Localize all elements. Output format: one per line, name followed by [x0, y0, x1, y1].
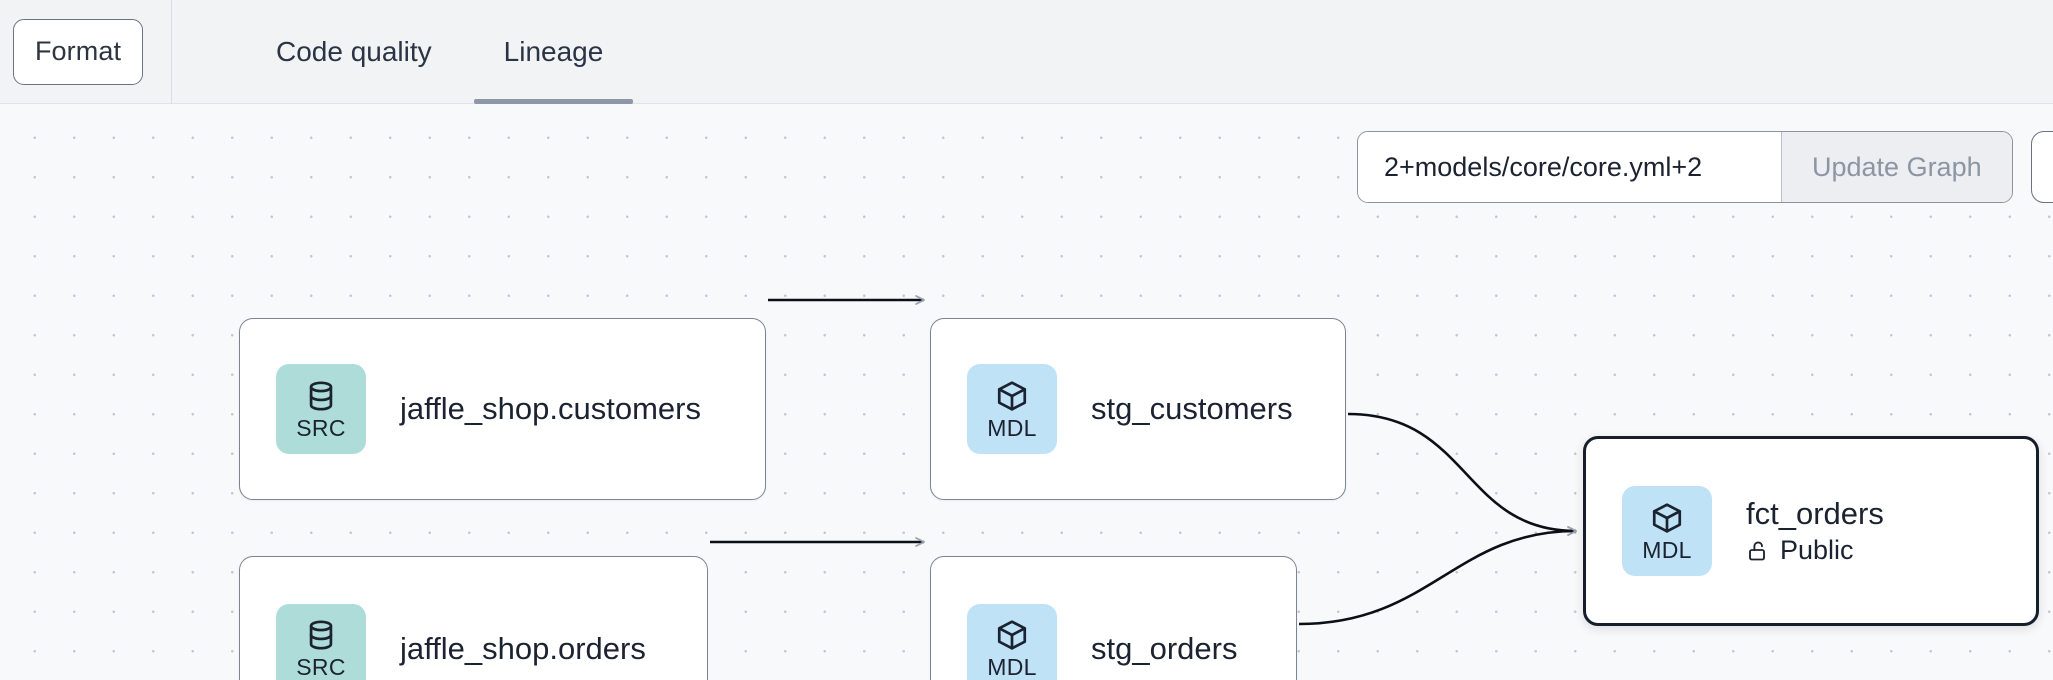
cube-icon [995, 618, 1029, 652]
node-title: jaffle_shop.orders [400, 630, 646, 666]
node-title: stg_orders [1091, 630, 1238, 666]
model-badge-label: MDL [987, 654, 1037, 680]
tab-code-quality[interactable]: Code quality [240, 0, 468, 104]
node-title: fct_orders [1746, 495, 1884, 531]
model-badge: MDL [967, 603, 1057, 680]
tab-code-quality-label: Code quality [276, 35, 432, 67]
database-icon [304, 379, 338, 413]
lineage-node-src-customers[interactable]: SRC jaffle_shop.customers [239, 318, 766, 500]
tab-lineage-label: Lineage [503, 35, 604, 67]
node-access-label: Public [1780, 535, 1854, 566]
format-button[interactable]: Format [13, 18, 143, 85]
node-text: jaffle_shop.customers [400, 391, 701, 427]
graph-options-button[interactable] [2030, 131, 2053, 203]
unlock-icon [1746, 539, 1770, 563]
lineage-node-stg-customers[interactable]: MDL stg_customers [930, 318, 1346, 500]
format-button-container: Format [0, 0, 172, 104]
node-title: stg_customers [1091, 391, 1293, 427]
source-badge-label: SRC [296, 654, 346, 680]
lineage-canvas[interactable]: SRC jaffle_shop.customers SRC jaffle_sh [0, 104, 2053, 680]
node-text: jaffle_shop.orders [400, 631, 646, 667]
source-badge-label: SRC [296, 414, 346, 441]
node-text: stg_orders [1091, 631, 1237, 667]
model-badge: MDL [967, 364, 1057, 454]
lineage-node-stg-orders[interactable]: MDL stg_orders [930, 556, 1297, 680]
database-icon [304, 618, 338, 652]
model-badge-label: MDL [1642, 536, 1692, 563]
cube-icon [995, 379, 1029, 413]
editor-toolbar: Format Code quality Lineage [0, 0, 2053, 104]
source-badge: SRC [276, 603, 366, 680]
node-text: stg_customers [1091, 391, 1293, 427]
cube-icon [1650, 501, 1684, 535]
node-title: jaffle_shop.customers [400, 391, 701, 427]
tab-lineage[interactable]: Lineage [468, 0, 640, 104]
graph-controls: Update Graph [1357, 131, 2053, 203]
edge-stg-customers-to-fct-orders [1347, 412, 1578, 536]
update-graph-button[interactable]: Update Graph [1781, 132, 2012, 202]
node-access-row: Public [1746, 535, 1884, 566]
dbt-selector-input[interactable] [1358, 132, 1781, 202]
node-text: fct_orders Public [1746, 496, 1884, 567]
selector-group: Update Graph [1357, 131, 2013, 203]
lineage-node-fct-orders[interactable]: MDL fct_orders Public [1583, 436, 2039, 626]
model-badge-label: MDL [987, 414, 1037, 441]
source-badge: SRC [276, 364, 366, 454]
tab-bar: Code quality Lineage [172, 0, 639, 104]
lineage-node-src-orders[interactable]: SRC jaffle_shop.orders [239, 556, 708, 680]
model-badge: MDL [1622, 486, 1712, 576]
edge-stg-orders-to-fct-orders [1298, 526, 1578, 626]
